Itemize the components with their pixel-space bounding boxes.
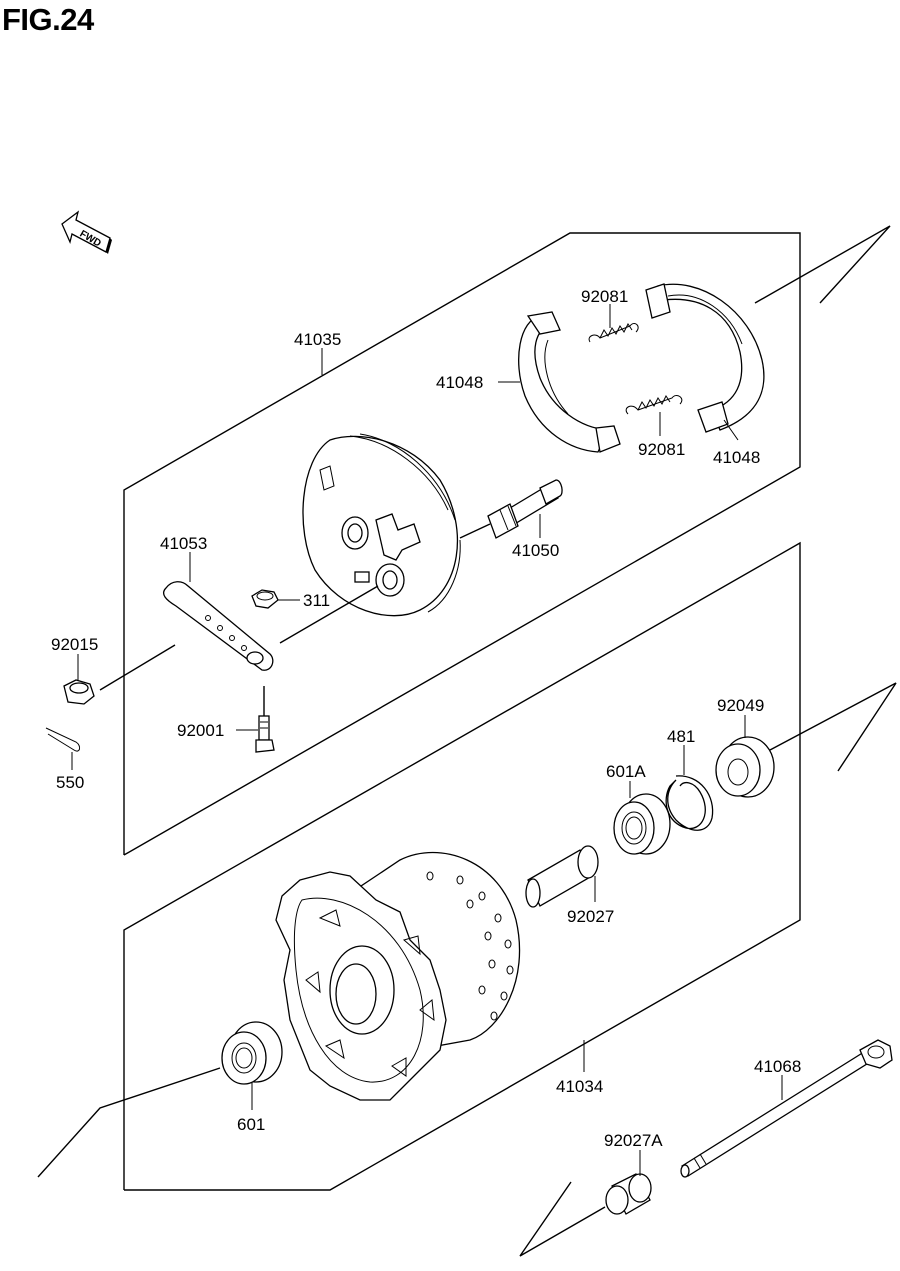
hub-group-outline bbox=[37, 541, 897, 1257]
brake-panel bbox=[302, 433, 461, 617]
wheel-hub bbox=[275, 852, 521, 1101]
label-41035: 41035 bbox=[294, 330, 341, 349]
brake-group-outline bbox=[123, 225, 891, 856]
label-92027: 92027 bbox=[567, 907, 614, 926]
brake-lever bbox=[99, 581, 379, 691]
brake-shoe-right bbox=[645, 283, 765, 433]
bearing-601 bbox=[221, 1021, 283, 1085]
brake-shoe-left bbox=[518, 311, 621, 453]
label-601a: 601A bbox=[606, 762, 646, 781]
fwd-arrow-icon: FWD bbox=[61, 210, 112, 254]
leader-lines bbox=[71, 304, 783, 1176]
nut-311 bbox=[251, 589, 279, 609]
brake-cam bbox=[459, 479, 563, 539]
label-41048-left: 41048 bbox=[436, 373, 483, 392]
figure-title: FIG.24 bbox=[2, 2, 94, 37]
bolt-92001 bbox=[255, 686, 275, 753]
label-481: 481 bbox=[667, 727, 695, 746]
label-601: 601 bbox=[237, 1115, 265, 1134]
label-92049: 92049 bbox=[717, 696, 764, 715]
label-41034: 41034 bbox=[556, 1077, 603, 1096]
label-92081-bottom: 92081 bbox=[638, 440, 685, 459]
part-labels: 41035 92081 41048 92081 41048 41050 4105… bbox=[51, 287, 801, 1150]
label-41050: 41050 bbox=[512, 541, 559, 560]
nut-92015 bbox=[63, 679, 95, 705]
cotter-pin bbox=[45, 727, 81, 752]
spacer-92027 bbox=[525, 845, 599, 908]
label-92015: 92015 bbox=[51, 635, 98, 654]
label-311: 311 bbox=[303, 591, 330, 610]
collar-92027a bbox=[605, 1173, 652, 1215]
label-92001: 92001 bbox=[177, 721, 224, 740]
spring-bottom bbox=[625, 395, 683, 415]
bearing-601a bbox=[613, 793, 671, 855]
label-550: 550 bbox=[56, 773, 84, 792]
label-92081-top: 92081 bbox=[581, 287, 628, 306]
label-41068: 41068 bbox=[754, 1057, 801, 1076]
axle bbox=[680, 1039, 893, 1178]
label-92027a: 92027A bbox=[604, 1131, 663, 1150]
oil-seal bbox=[715, 736, 775, 798]
label-41048-right: 41048 bbox=[713, 448, 760, 467]
label-41053: 41053 bbox=[160, 534, 207, 553]
circlip bbox=[665, 775, 714, 831]
spring-top bbox=[588, 323, 639, 343]
